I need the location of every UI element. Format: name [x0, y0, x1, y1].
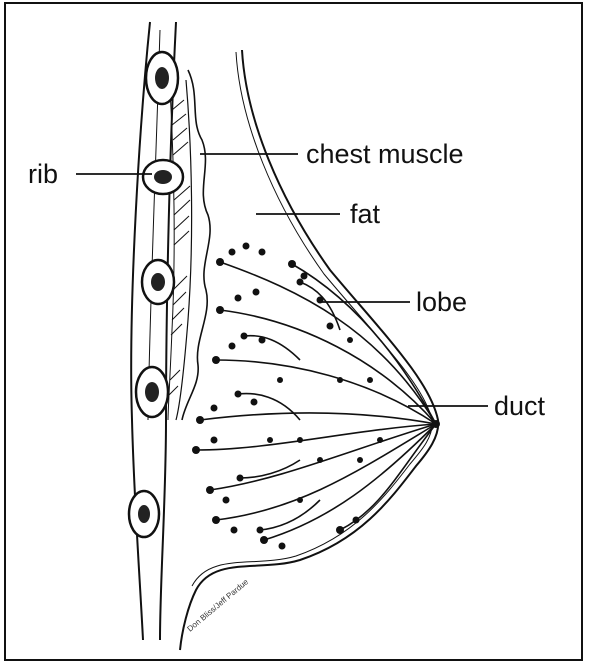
- duct-tree: [196, 262, 436, 540]
- fat-label: fat: [350, 199, 381, 229]
- lobe-label: lobe: [416, 287, 467, 317]
- chest-muscle-label: chest muscle: [306, 139, 464, 169]
- artist-signature: Don Bliss/Jeff Pardue: [186, 577, 251, 634]
- rib-cage: [131, 22, 191, 640]
- nipple: [432, 420, 440, 428]
- breast-skin-inner: [192, 52, 432, 586]
- chest-muscle-outline: [182, 70, 210, 420]
- rib-label: rib: [28, 159, 58, 189]
- duct-label: duct: [494, 391, 546, 421]
- ribs: [129, 52, 183, 537]
